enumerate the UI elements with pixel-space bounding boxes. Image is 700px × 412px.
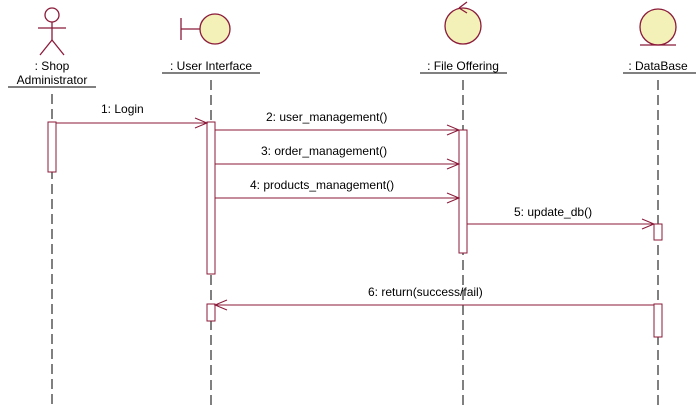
control-icon xyxy=(444,1,482,45)
message-2: 2: user_management() xyxy=(215,110,461,136)
activation-file-offering xyxy=(458,129,468,254)
participant-label: : DataBase xyxy=(628,59,688,73)
message-4: 4: products_management() xyxy=(215,178,461,204)
message-label: 4: products_management() xyxy=(250,178,394,192)
participant-label-line1: : Shop xyxy=(35,59,70,73)
message-label: 1: Login xyxy=(101,102,144,116)
actor-shop-administrator: : Shop Administrator xyxy=(8,7,96,88)
activation-user-interface-2 xyxy=(206,303,216,322)
message-label: 5: update_db() xyxy=(514,205,592,219)
actor-icon xyxy=(38,7,66,56)
activation-user-interface-1 xyxy=(206,121,216,275)
entity-database: : DataBase xyxy=(623,8,696,74)
message-1: 1: Login xyxy=(56,102,209,129)
message-3: 3: order_management() xyxy=(215,144,461,170)
boundary-icon xyxy=(180,13,231,45)
entity-icon xyxy=(639,8,677,46)
message-5: 5: update_db() xyxy=(467,205,656,230)
activation-database-1 xyxy=(653,223,663,241)
participant-label: : File Offering xyxy=(427,59,499,73)
activation-database-2 xyxy=(653,303,663,338)
participant-label-line2: Administrator xyxy=(17,73,88,87)
message-6: 6: return(success/fail) xyxy=(213,285,654,311)
activation-shop-administrator xyxy=(47,121,57,173)
participant-label: : User Interface xyxy=(170,59,252,73)
message-label: 3: order_management() xyxy=(261,144,387,158)
boundary-user-interface: : User Interface xyxy=(162,13,260,74)
message-label: 2: user_management() xyxy=(266,110,387,124)
message-label: 6: return(success/fail) xyxy=(368,285,483,299)
control-file-offering: : File Offering xyxy=(420,1,507,74)
